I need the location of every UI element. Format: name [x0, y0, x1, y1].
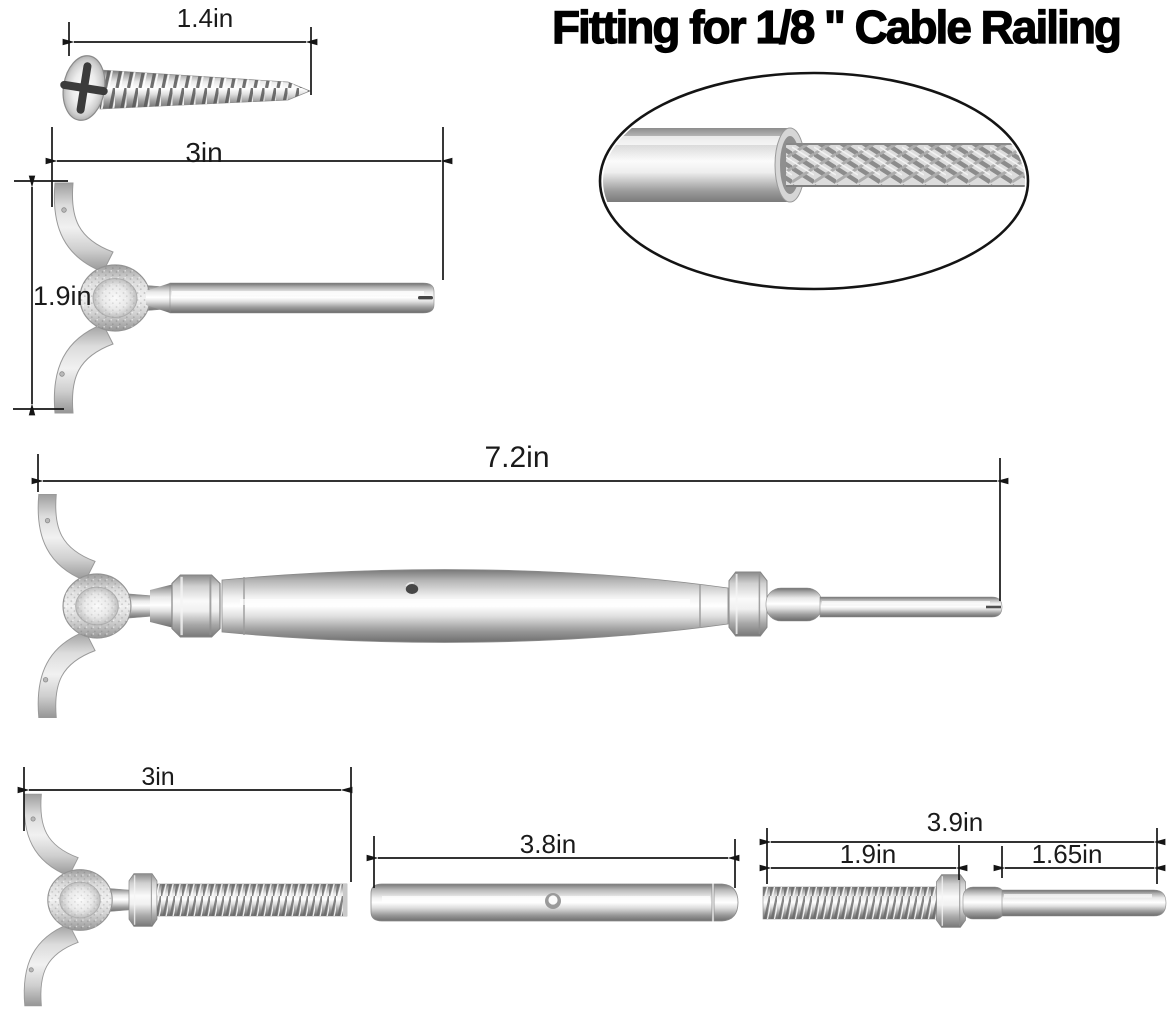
turnbuckle-body-graphic [370, 883, 739, 922]
toggle-bolt-graphic [23, 793, 348, 1007]
stud-thread-length-label: 1.9in [839, 839, 897, 869]
page-title: Fitting for 1/8 " Cable Railing [551, 0, 1122, 53]
mounting-screw-graphic [60, 55, 311, 121]
phillips-cross-icon [60, 62, 108, 114]
toggle-terminal-graphic [53, 182, 435, 414]
stud-total-dimension [759, 828, 1166, 884]
assembly-length-dimension [31, 454, 1009, 601]
body-length-dimension [366, 836, 740, 888]
cable-end-closeup-graphic [598, 71, 1030, 291]
terminal-width-dimension [45, 127, 453, 280]
body-length-label: 3.8in [519, 829, 577, 859]
stud-swage-length-label: 1.65in [1031, 839, 1103, 869]
stud-total-length-label: 3.9in [926, 807, 984, 837]
swage-stud-graphic [762, 873, 1167, 929]
terminal-width-label: 3in [185, 137, 223, 168]
assembly-length-label: 7.2in [484, 441, 550, 474]
dimension-annotations [13, 22, 1166, 888]
toggle-bolt-length-dimension [17, 767, 353, 882]
body-inspection-hole [405, 584, 419, 594]
terminal-height-dimension [13, 175, 68, 416]
screw-length-dimension [62, 22, 318, 95]
terminal-height-label: 1.9in [33, 281, 92, 311]
screw-head [60, 55, 108, 121]
braided-cable [786, 143, 1025, 187]
full-assembly-graphic [37, 493, 1003, 719]
toggle-bolt-length-label: 3in [141, 763, 175, 791]
screw-length-label: 1.4in [176, 3, 234, 33]
stud-swage-dimension [993, 846, 1166, 878]
stud-thread-dimension [759, 845, 968, 880]
